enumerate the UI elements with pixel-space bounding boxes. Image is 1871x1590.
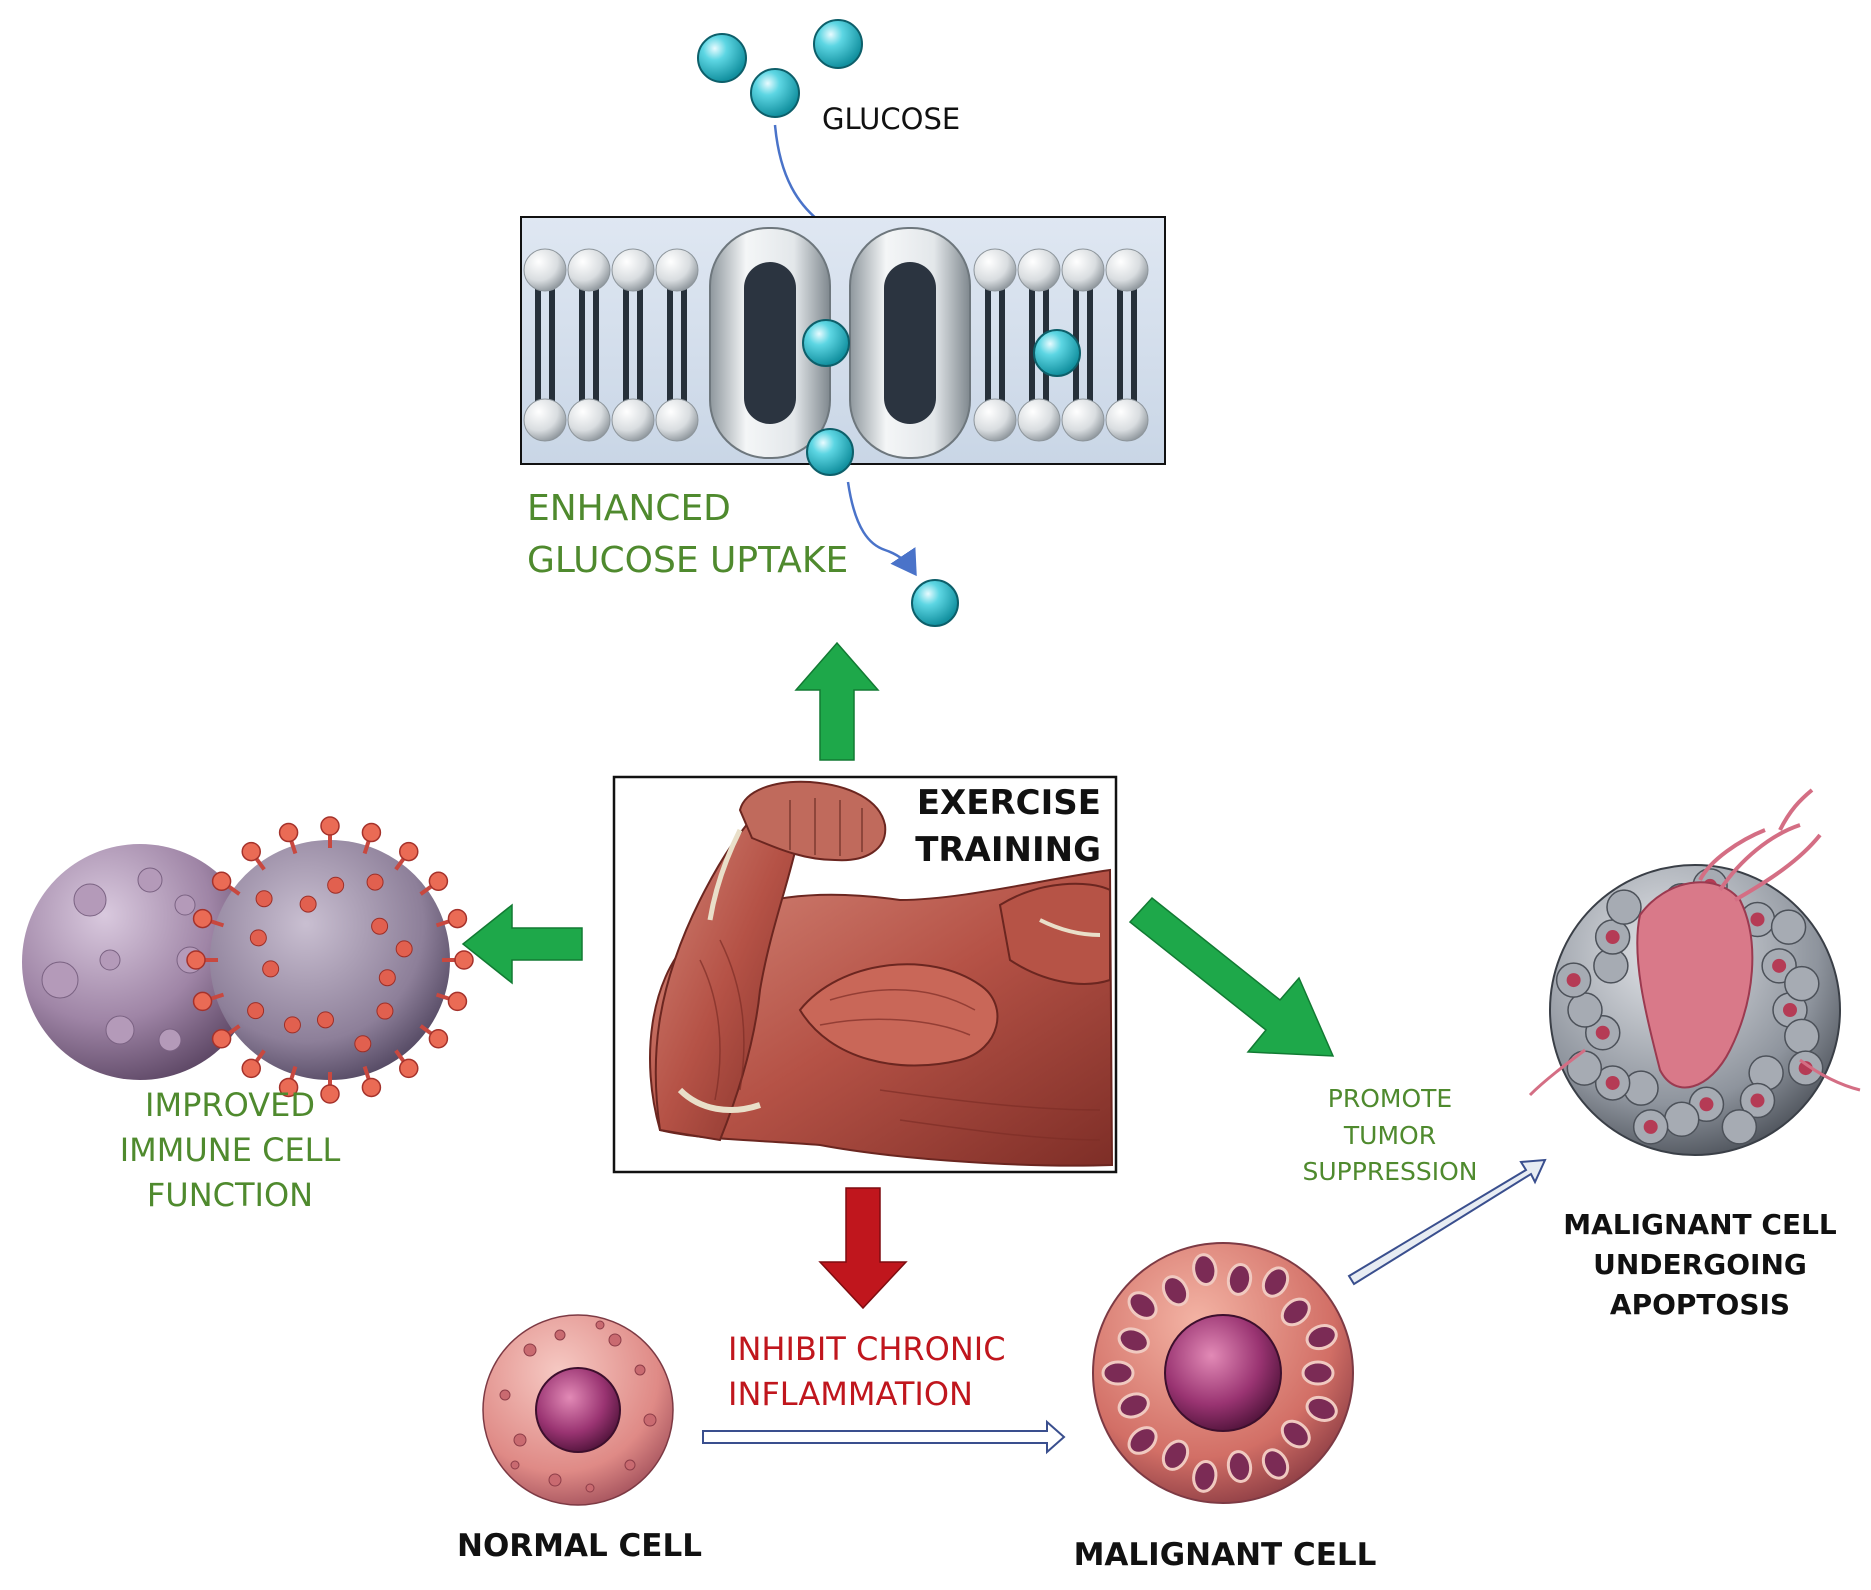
- exercise-training-label: EXERCISE TRAINING: [915, 783, 1101, 872]
- glucose-molecule: [813, 19, 863, 69]
- phospholipid: [523, 248, 567, 442]
- glucose-molecule: [697, 33, 747, 83]
- improved-immune-cell-function-label: IMPROVED IMMUNE CELL FUNCTION: [110, 1086, 350, 1215]
- glucose-molecule: [750, 68, 800, 118]
- apoptosis-label-line3: APOPTOSIS: [1609, 1288, 1791, 1322]
- apoptosis-label-line1: MALIGNANT CELL: [1563, 1208, 1837, 1241]
- phospholipid: [567, 248, 611, 442]
- enhanced-glucose-uptake-label-line2: GLUCOSE UPTAKE: [527, 539, 849, 581]
- nucleus: [1164, 1314, 1282, 1432]
- arrow-down-inflammation: [818, 1187, 908, 1310]
- promote-tumor-label-line1: PROMOTE: [1327, 1084, 1453, 1113]
- arrow-malignant-to-apoptosis: [1347, 1158, 1547, 1286]
- phospholipid: [1017, 248, 1061, 442]
- phospholipid: [611, 248, 655, 442]
- flexed-arm-muscle-illustration: [649, 780, 1114, 1167]
- inhibit-chronic-inflammation-label: INHIBIT CHRONIC INFLAMMATION: [728, 1330, 1006, 1414]
- virus-particle: [210, 840, 450, 1080]
- glucose-molecule: [1033, 329, 1081, 377]
- virus-spikes: [186, 816, 474, 1104]
- inhibit-chronic-label-line1: INHIBIT CHRONIC: [728, 1330, 1006, 1368]
- glucose-transporter-channel: [709, 227, 971, 459]
- enhanced-glucose-uptake-label-line1: ENHANCED: [527, 488, 731, 529]
- glucose-molecules: [697, 19, 863, 118]
- malignant-cell-label: MALIGNANT CELL: [1073, 1537, 1377, 1573]
- improved-immune-label-line3: FUNCTION: [146, 1176, 314, 1215]
- glucose-molecule: [911, 579, 959, 627]
- improved-immune-label-line1: IMPROVED: [145, 1086, 315, 1124]
- apoptotic-cell-illustration: [1528, 788, 1861, 1156]
- apoptosis-label: MALIGNANT CELL UNDERGOING APOPTOSIS: [1555, 1208, 1845, 1322]
- arrow-diagonal-tumor: [1128, 896, 1335, 1057]
- inhibit-chronic-label-line2: INFLAMMATION: [728, 1375, 973, 1414]
- normal-cell-illustration: [482, 1314, 674, 1506]
- glucose-molecule: [806, 428, 854, 476]
- enhanced-glucose-uptake-label: ENHANCED GLUCOSE UPTAKE: [527, 487, 848, 583]
- promote-tumor-suppression-label: PROMOTE TUMOR SUPPRESSION: [1300, 1084, 1480, 1188]
- glucose-molecule: [802, 319, 850, 367]
- immune-cell-illustration: [22, 816, 474, 1104]
- phospholipid: [1105, 248, 1149, 442]
- normal-cell-label: NORMAL CELL: [457, 1528, 702, 1564]
- cell-membrane-panel: [520, 216, 1166, 476]
- arrow-up-glucose: [794, 641, 880, 761]
- glucose-label: GLUCOSE: [822, 102, 961, 136]
- malignant-cell-vesicles: [1101, 1253, 1338, 1493]
- ruptured-core: [1636, 881, 1754, 1089]
- promote-tumor-label-line2: TUMOR: [1343, 1120, 1437, 1150]
- glucose-exit-arrow: [846, 481, 917, 577]
- arrow-left-immune: [461, 903, 583, 985]
- exercise-panel: [612, 775, 1118, 1174]
- malignant-cell-illustration: [1092, 1242, 1354, 1504]
- apoptotic-cell-blebs: [1555, 868, 1824, 1145]
- phospholipid: [973, 248, 1017, 442]
- exercise-training-label-line2: TRAINING: [915, 830, 1101, 871]
- phospholipid: [1061, 248, 1105, 442]
- phospholipid: [655, 248, 699, 442]
- exercise-training-label-line1: EXERCISE: [916, 783, 1101, 823]
- promote-tumor-label-line3: SUPPRESSION: [1302, 1157, 1478, 1186]
- apoptosis-label-line2: UNDERGOING: [1593, 1248, 1807, 1282]
- nucleus: [535, 1367, 621, 1453]
- improved-immune-label-line2: IMMUNE CELL: [119, 1131, 341, 1170]
- arrow-normal-to-malignant: [702, 1419, 1066, 1455]
